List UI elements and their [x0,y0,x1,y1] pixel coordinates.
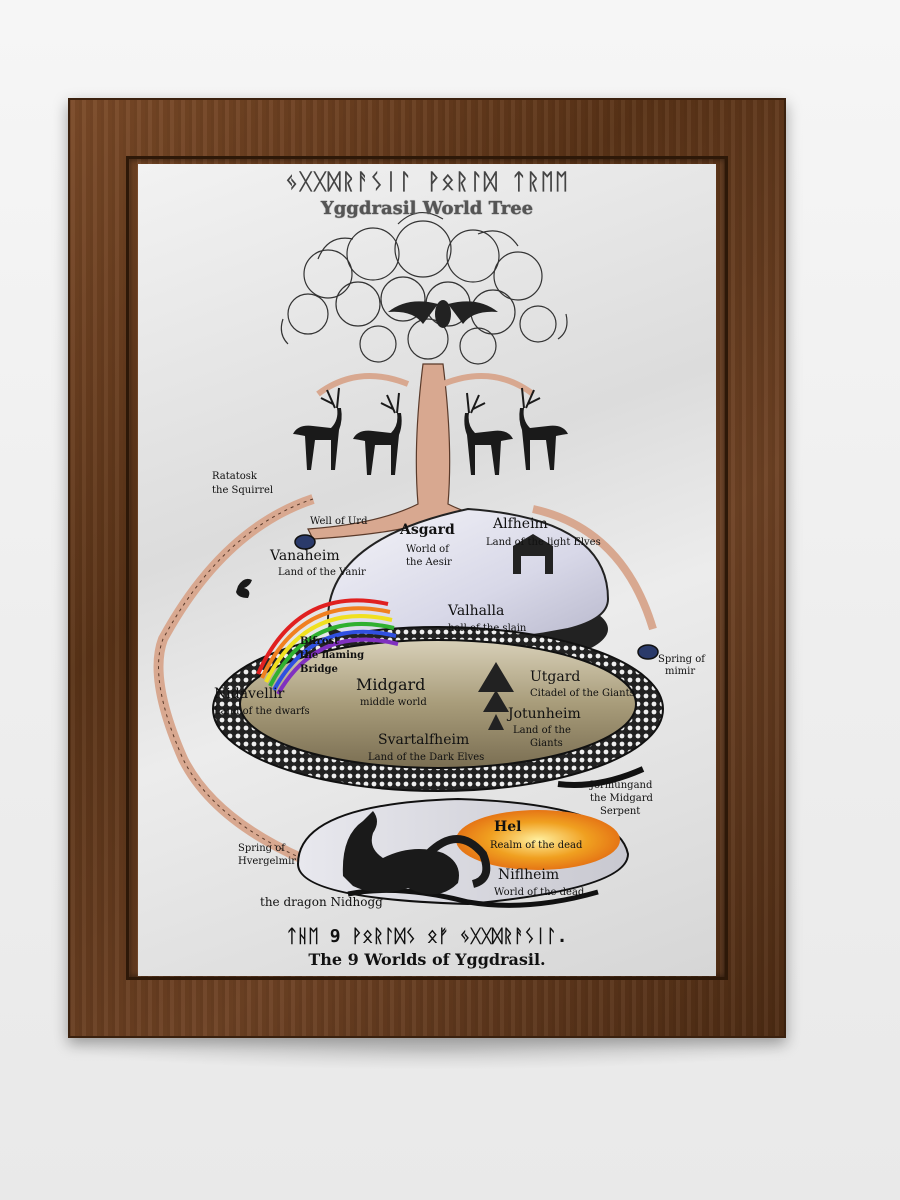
label-nidhogg: the dragon Nidhogg [260,895,383,909]
label-spring-hvergelmir-1: Spring of [238,843,285,854]
midgard-ring [212,626,664,792]
label-hel-sub: Realm of the dead [490,840,583,851]
label-asgard: Asgard [400,522,455,538]
tree-trunk [307,363,559,540]
runes-bottom: ᛏᚺᛖ 9 ᚹᛟᚱᛚᛞᛊ ᛟᚠ ᛃᚷᚷᛞᚱᚨᛊᛁᛚ. [286,926,568,947]
squirrel [236,578,252,598]
runes-top: ᛃᚷᚷᛞᚱᚨᛊᛁᛚ ᚹᛟᚱᛚᛞ ᛏᚱᛖᛖ [284,170,570,195]
label-jotunheim-sub1: Land of the [513,725,571,736]
label-midgard: Midgard [356,675,426,694]
root-right [532,505,657,631]
label-asgard-sub1: World of [406,544,449,555]
dragon-nidhogg [342,811,491,895]
label-nidavellir-sub: Land of the dwarfs [214,706,310,717]
label-bifrost-2: the flaming [300,650,365,661]
label-ratatosk-sub: the Squirrel [212,485,274,496]
label-well-of-urd: Well of Urd [310,516,368,527]
label-vanaheim: Vanaheim [270,548,340,564]
label-utgard: Utgard [530,669,581,685]
label-alfheim: Alfheim [493,516,548,532]
label-spring-mimir-1: Spring of [658,654,705,665]
poster-print: ᛃᚷᚷᛞᚱᚨᛊᛁᛚ ᚹᛟᚱᛚᛞ ᛏᚱᛖᛖ Yggdrasil World Tre… [138,164,716,976]
label-midgard-sub: middle world [360,697,427,708]
label-niflheim: Niflheim [498,867,560,883]
label-hel: Hel [494,819,522,835]
label-jotunheim: Jotunheim [508,706,581,722]
label-bifrost-1: Bifrost [300,636,339,647]
eagle [388,300,498,328]
label-jormungand-2: the Midgard [590,793,653,804]
label-utgard-sub: Citadel of the Giants [530,688,635,699]
jormungand-tail [557,766,645,788]
label-bifrost-3: Bridge [300,664,338,675]
label-jormungand-1: Jormungand [590,780,653,791]
label-spring-mimir-2: mimir [665,666,696,677]
label-svartalfheim: Svartalfheim [378,732,470,748]
label-niflheim-sub: World of the dead [494,887,585,898]
wooden-frame: ᛃᚷᚷᛞᚱᚨᛊᛁᛚ ᚹᛟᚱᛚᛞ ᛏᚱᛖᛖ Yggdrasil World Tre… [68,98,786,1038]
label-spring-hvergelmir-2: Hvergelmir [238,856,297,867]
label-nidavellir: Nidavellir [214,686,285,702]
poster-subtitle: The 9 Worlds of Yggdrasil. [308,950,546,969]
label-jormungand-3: Serpent [600,806,641,817]
tree-canopy [280,212,568,365]
poster-title: Yggdrasil World Tree [320,198,534,219]
label-valhalla: Valhalla [448,603,505,619]
label-asgard-sub2: the Aesir [406,557,452,568]
label-valhalla-sub: hall of the slain [448,623,527,634]
label-alfheim-sub: Land of the light Elves [486,537,601,548]
poster-illustration [153,212,664,908]
label-svartalfheim-sub: Land of the Dark Elves [368,752,485,763]
deer-group [293,387,568,475]
label-vanaheim-sub: Land of the Vanir [278,567,366,578]
bifrost-rainbow [256,598,399,695]
label-jotunheim-sub2: Giants [530,738,563,749]
label-ratatosk: Ratatosk [212,471,257,482]
